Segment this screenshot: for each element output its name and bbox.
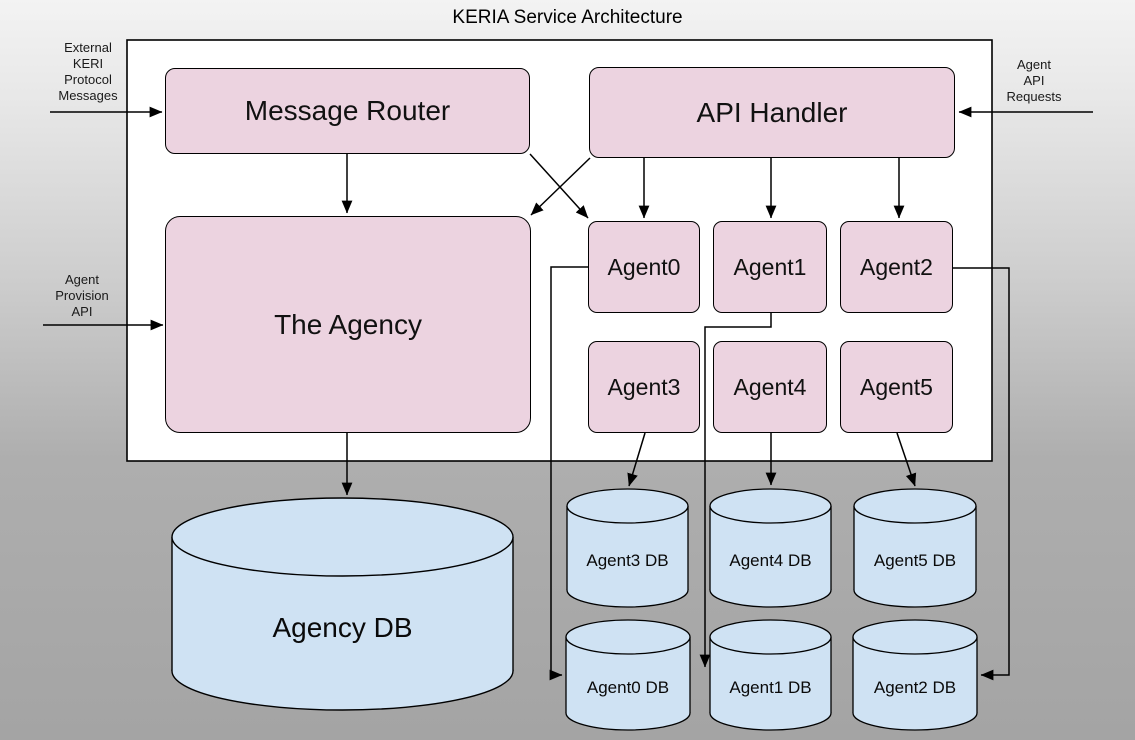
agent2-label: Agent2 (860, 253, 933, 280)
agent1-box: Agent1 (713, 221, 827, 313)
arrow-message-router-to-agent0 (529, 153, 589, 219)
arrow-agent2-to-agent2-db (953, 267, 1010, 681)
agent4-db-cylinder (709, 488, 832, 608)
agent0-box: Agent0 (588, 221, 700, 313)
agent4-db-label: Agent4 DB (729, 551, 812, 570)
agent5-box: Agent5 (840, 341, 953, 433)
external-keri-protocol-messages-label: External KERI Protocol Messages (58, 40, 118, 103)
agent-provision-api-label: Agent Provision API (55, 272, 109, 319)
the-agency-label: The Agency (274, 308, 422, 340)
arrow-agent5-to-agent5-db (896, 432, 917, 487)
agency-db-cylinder (171, 497, 514, 711)
agent5-db-cylinder (853, 488, 977, 608)
agent0-db-label: Agent0 DB (586, 678, 670, 697)
agent3-label: Agent3 (607, 373, 681, 400)
agent1-db-cylinder (709, 619, 832, 731)
agent4-box: Agent4 (713, 341, 827, 433)
agency-db-label: Agency DB (272, 612, 413, 643)
agent3-box: Agent3 (588, 341, 700, 433)
arrow-agent0-to-agent0-db (549, 266, 588, 681)
agent3-db-cylinder (566, 488, 689, 608)
agent0-label: Agent0 (607, 253, 681, 280)
agent3-db-label: Agent3 DB (586, 551, 669, 570)
message-router-box: Message Router (165, 68, 530, 154)
agent1-db-label: Agent1 DB (729, 678, 812, 697)
arrow-agent1-to-agent1-db (699, 313, 772, 668)
arrow-api-handler-to-agency (530, 157, 591, 216)
agent4-label: Agent4 (733, 373, 807, 400)
api-handler-box: API Handler (589, 67, 955, 158)
the-agency-box: The Agency (165, 216, 531, 433)
agent5-db-label: Agent5 DB (873, 551, 957, 570)
agent2-db-cylinder (852, 619, 978, 731)
arrow-agent3-to-agent3-db (627, 432, 646, 487)
agent0-db-cylinder (565, 619, 691, 731)
agent1-label: Agent1 (733, 253, 807, 280)
agent-api-requests-label: Agent API Requests (1006, 57, 1062, 104)
message-router-label: Message Router (244, 95, 451, 126)
agent2-db-label: Agent2 DB (873, 678, 957, 697)
api-handler-label: API Handler (696, 96, 848, 128)
agent5-label: Agent5 (860, 373, 933, 400)
diagram-title: KERIA Service Architecture (452, 7, 683, 28)
agent2-box: Agent2 (840, 221, 953, 313)
